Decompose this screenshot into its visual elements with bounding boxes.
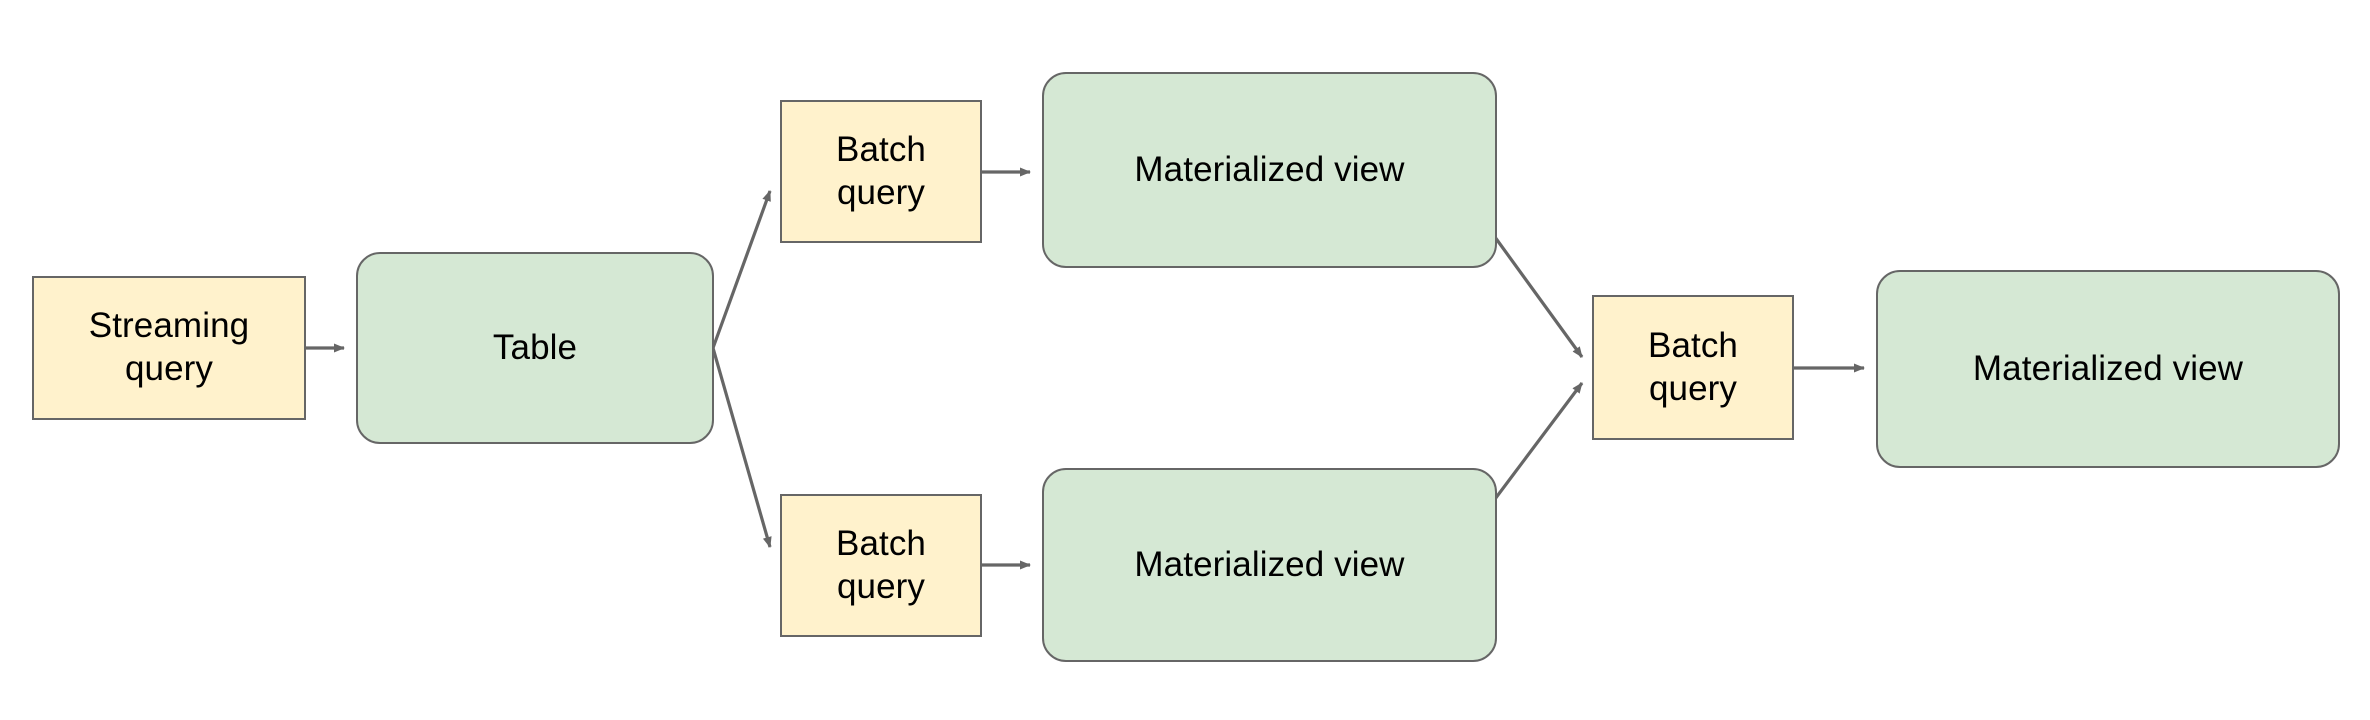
node-materialized-view-top-label: Materialized view: [1134, 149, 1405, 189]
edge-table-to-batch-query-bottom: [711, 347, 772, 548]
node-table-label: Table: [492, 327, 578, 367]
edge-materialized-view-top-to-batch-query-right: [1490, 232, 1584, 358]
node-table[interactable]: Table: [356, 252, 714, 444]
node-materialized-view-top[interactable]: Materialized view: [1042, 72, 1497, 268]
node-batch-query-bottom[interactable]: Batch query: [780, 494, 982, 637]
node-materialized-view-bottom[interactable]: Materialized view: [1042, 468, 1497, 662]
node-materialized-view-right-label: Materialized view: [1972, 348, 2244, 388]
node-materialized-view-right[interactable]: Materialized view: [1876, 270, 2340, 468]
node-streaming-query[interactable]: Streaming query: [32, 276, 306, 420]
node-materialized-view-bottom-label: Materialized view: [1134, 544, 1405, 584]
node-batch-query-right-label: Batch query: [1648, 325, 1738, 408]
node-batch-query-top-label: Batch query: [836, 129, 926, 212]
edge-table-to-batch-query-top: [711, 190, 772, 349]
edge-materialized-view-bottom-to-batch-query-right: [1490, 382, 1584, 504]
node-streaming-query-label: Streaming query: [88, 306, 250, 388]
node-batch-query-right[interactable]: Batch query: [1592, 295, 1794, 440]
node-batch-query-top[interactable]: Batch query: [780, 100, 982, 243]
node-batch-query-bottom-label: Batch query: [836, 523, 926, 606]
